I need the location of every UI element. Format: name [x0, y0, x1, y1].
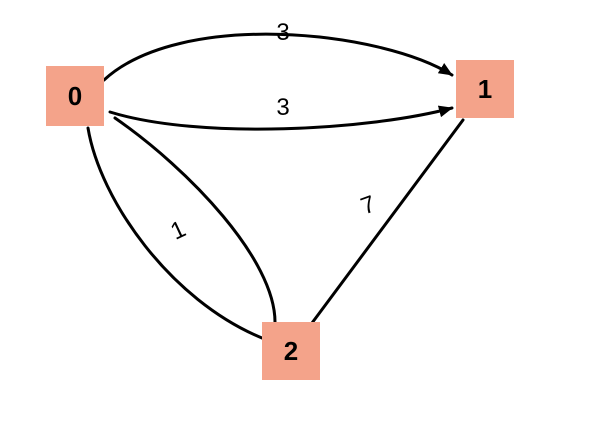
- edge-0-1-top: [102, 32, 454, 82]
- edge-2-1: [310, 118, 465, 325]
- node-1: 1: [456, 60, 514, 118]
- node-0-box: [46, 66, 104, 126]
- edge-0-2-outer: [86, 126, 264, 340]
- node-2: 2: [262, 322, 320, 380]
- edge-label-2-1: 7: [357, 190, 379, 220]
- edge-label-0-1-bottom: 3: [276, 94, 289, 121]
- node-0: 0: [46, 66, 104, 126]
- node-1-box: [456, 60, 514, 118]
- node-0-label: 0: [68, 81, 82, 111]
- edge-label-0-2: 1: [166, 215, 190, 245]
- edge-0-1-bottom: [108, 105, 454, 131]
- node-2-label: 2: [284, 336, 298, 366]
- node-1-label: 1: [478, 74, 492, 104]
- node-2-box: [262, 322, 320, 380]
- edge-0-2-inner: [113, 116, 277, 324]
- edge-label-0-1-top: 3: [276, 19, 289, 46]
